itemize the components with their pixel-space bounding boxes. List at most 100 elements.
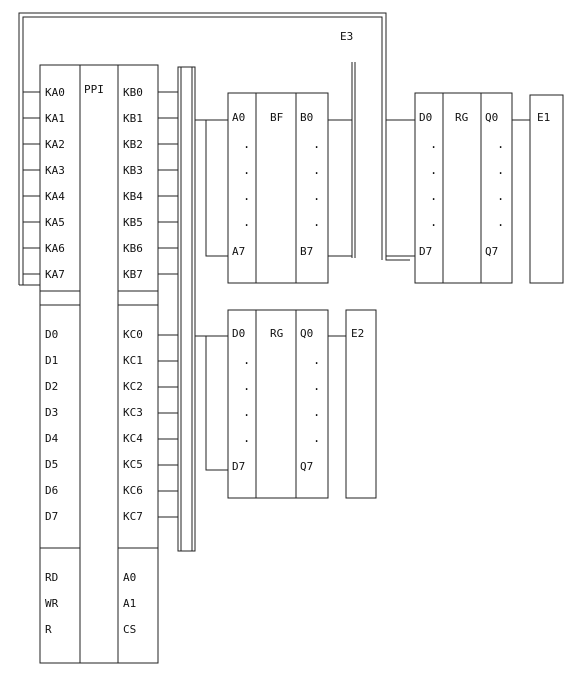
- bf-in-a0: A0: [232, 111, 245, 124]
- rg2-in-d7: D7: [232, 460, 245, 473]
- rg1-dot: .: [430, 189, 437, 203]
- rg1-dot: .: [430, 163, 437, 177]
- control-pins: RD WR R A0 A1 CS: [45, 571, 136, 636]
- bf-dot: .: [243, 137, 250, 151]
- rg2-dot: .: [243, 353, 250, 367]
- rg2-title: RG: [270, 327, 283, 340]
- bus-outline: [177, 66, 196, 552]
- pin-d3: D3: [45, 406, 58, 419]
- ppi-outline: [39, 64, 159, 664]
- pin-kc0: KC0: [123, 328, 143, 341]
- pin-kb4: KB4: [123, 190, 143, 203]
- rg1-dot: .: [497, 163, 504, 177]
- rg1-title: RG: [455, 111, 468, 124]
- pin-kc3: KC3: [123, 406, 143, 419]
- pin-a0: A0: [123, 571, 136, 584]
- bf-dot: .: [313, 137, 320, 151]
- pin-kb2: KB2: [123, 138, 143, 151]
- pin-d5: D5: [45, 458, 58, 471]
- e1-block: [529, 94, 564, 284]
- rg2-out-q7: Q7: [300, 460, 313, 473]
- bf-out-b0: B0: [300, 111, 313, 124]
- rg2-dot: .: [313, 431, 320, 445]
- ppi-title: PPI: [84, 83, 104, 96]
- pin-ka5: KA5: [45, 216, 65, 229]
- pin-d1: D1: [45, 354, 58, 367]
- e3-feedback-loop: E3: [18, 12, 410, 286]
- pin-kb1: KB1: [123, 112, 143, 125]
- rg1-out-q0: Q0: [485, 111, 498, 124]
- ppi-chip: PPI KA0 KA1 KA2 KA3 KA4 KA5 KA6 KA7: [23, 64, 178, 664]
- pin-d6: D6: [45, 484, 58, 497]
- pin-d0: D0: [45, 328, 58, 341]
- bf-title: BF: [270, 111, 283, 124]
- pin-ka2: KA2: [45, 138, 65, 151]
- pin-ka7: KA7: [45, 268, 65, 281]
- rg2-chip: RG D0 D7 Q0 Q7 . . . . . . . . E2: [195, 309, 377, 499]
- rg2-dot: .: [313, 379, 320, 393]
- pin-kb5: KB5: [123, 216, 143, 229]
- pin-ka6: KA6: [45, 242, 65, 255]
- bf-dot: .: [243, 215, 250, 229]
- e3-label: E3: [340, 30, 353, 43]
- pin-kc7: KC7: [123, 510, 143, 523]
- rg2-dot: .: [313, 353, 320, 367]
- bf-dot: .: [243, 163, 250, 177]
- pin-kc5: KC5: [123, 458, 143, 471]
- bf-dot: .: [313, 215, 320, 229]
- rg1-outline: [414, 92, 513, 284]
- e1-label: E1: [537, 111, 550, 124]
- vertical-bus: [177, 66, 196, 552]
- pin-kb0: KB0: [123, 86, 143, 99]
- rg1-out-q7: Q7: [485, 245, 498, 258]
- pin-kb3: KB3: [123, 164, 143, 177]
- bf-chip: BF A0 A7 B0 B7 . . . . . . . .: [195, 92, 352, 284]
- rg2-dot: .: [243, 405, 250, 419]
- rg2-dot: .: [313, 405, 320, 419]
- bf-dot: .: [313, 163, 320, 177]
- rg1-in-d0: D0: [419, 111, 432, 124]
- rg2-dot: .: [243, 379, 250, 393]
- pin-kc6: KC6: [123, 484, 143, 497]
- pin-d7: D7: [45, 510, 58, 523]
- pin-a1: A1: [123, 597, 136, 610]
- pin-kc2: KC2: [123, 380, 143, 393]
- bf-outline: [227, 92, 329, 284]
- rg1-chip: RG D0 D7 Q0 Q7 . . . . . . . . E1: [386, 92, 564, 284]
- port-a-pins: KA0 KA1 KA2 KA3 KA4 KA5 KA6 KA7: [23, 86, 65, 281]
- pin-rd: RD: [45, 571, 58, 584]
- pin-d4: D4: [45, 432, 59, 445]
- port-b-pins: KB0 KB1 KB2 KB3 KB4 KB5 KB6 KB7: [123, 86, 178, 281]
- rg1-dot: .: [497, 137, 504, 151]
- rg2-in-d0: D0: [232, 327, 245, 340]
- rg1-in-d7: D7: [419, 245, 432, 258]
- rg2-out-q0: Q0: [300, 327, 313, 340]
- pin-wr: WR: [45, 597, 59, 610]
- pin-ka0: KA0: [45, 86, 65, 99]
- pin-ka4: KA4: [45, 190, 65, 203]
- pin-r: R: [45, 623, 52, 636]
- bf-out-b7: B7: [300, 245, 313, 258]
- pin-kb7: KB7: [123, 268, 143, 281]
- pin-d2: D2: [45, 380, 58, 393]
- pin-kc1: KC1: [123, 354, 143, 367]
- rg2-outline: [227, 309, 329, 499]
- pin-kb6: KB6: [123, 242, 143, 255]
- rg1-dot: .: [430, 215, 437, 229]
- bf-dot: .: [243, 189, 250, 203]
- pin-cs: CS: [123, 623, 136, 636]
- bf-dot: .: [313, 189, 320, 203]
- pin-kc4: KC4: [123, 432, 143, 445]
- e2-label: E2: [351, 327, 364, 340]
- data-bus-pins: D0 D1 D2 D3 D4 D5 D6 D7: [45, 328, 59, 523]
- rg1-dot: .: [497, 189, 504, 203]
- bf-in-a7: A7: [232, 245, 245, 258]
- pin-ka3: KA3: [45, 164, 65, 177]
- pin-ka1: KA1: [45, 112, 65, 125]
- port-c-pins: KC0 KC1 KC2 KC3 KC4 KC5 KC6 KC7: [123, 328, 178, 523]
- e2-block: [345, 309, 377, 499]
- rg2-dot: .: [243, 431, 250, 445]
- rg1-dot: .: [497, 215, 504, 229]
- rg1-dot: .: [430, 137, 437, 151]
